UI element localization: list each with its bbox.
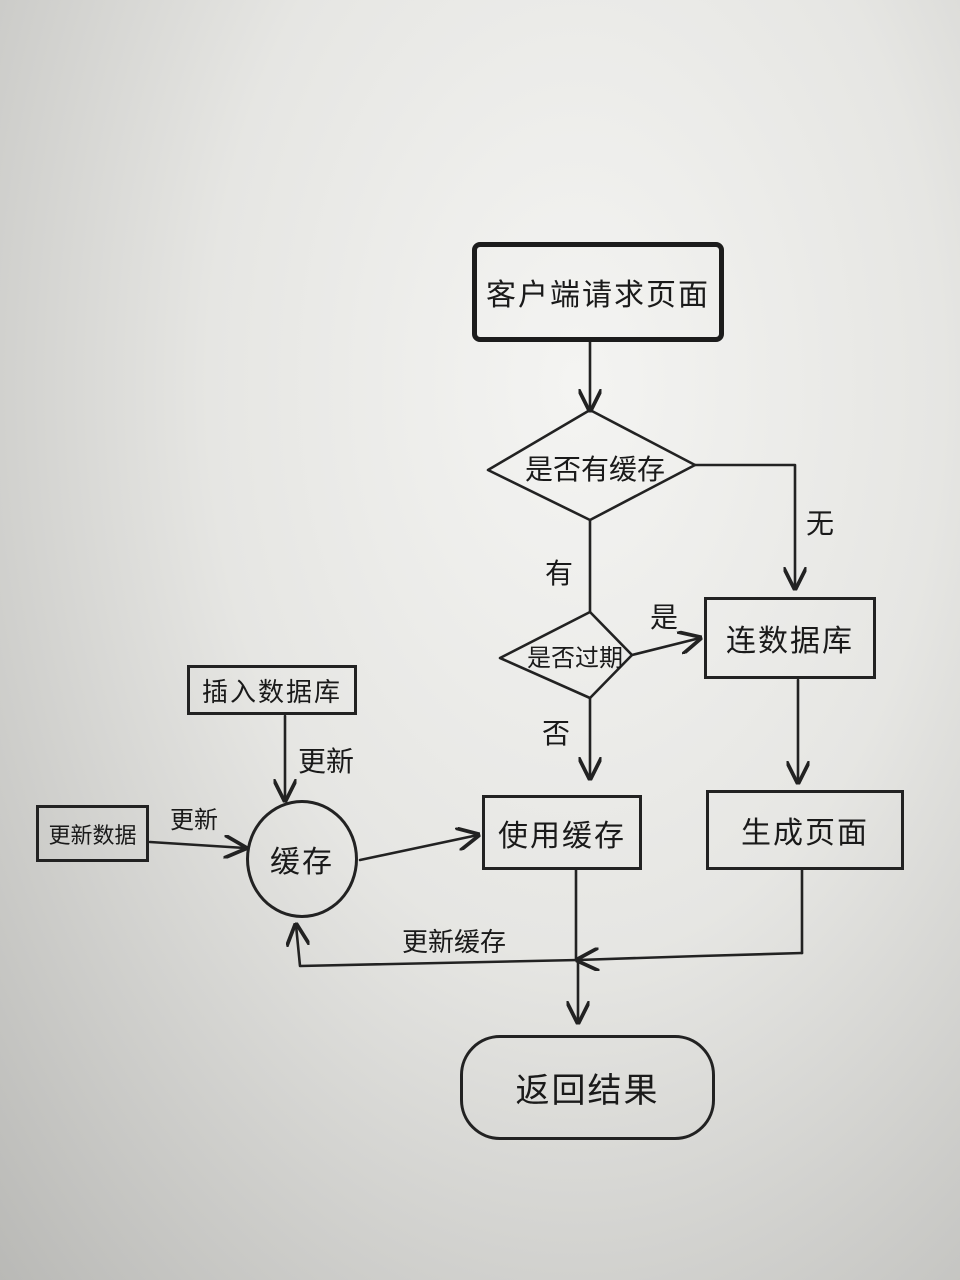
update-from-insert-edge-label: 更新 (298, 745, 355, 778)
edge-expired-yes (630, 638, 700, 657)
edge-data-to-cache (148, 842, 245, 848)
connect-db-box: 连数据库 (704, 597, 876, 679)
update-data-label: 更新数据 (48, 823, 137, 849)
insert-db-label: 插入数据库 (201, 677, 342, 708)
update-data-box: 更新数据 (36, 805, 149, 862)
edge-update-cache (296, 925, 580, 968)
not-expired-edge-label: 否 (542, 717, 571, 750)
generate-page-box: 生成页面 (706, 790, 904, 870)
client-request-label: 客户端请求页面 (486, 278, 710, 313)
insert-db-box: 插入数据库 (187, 665, 357, 715)
connect-db-label: 连数据库 (726, 624, 854, 659)
expired-label: 是否过期 (520, 638, 630, 673)
client-request-box: 客户端请求页面 (472, 242, 724, 342)
return-result-box: 返回结果 (460, 1035, 715, 1140)
generate-page-label: 生成页面 (741, 816, 869, 851)
return-result-label: 返回结果 (515, 1071, 660, 1111)
cache-circle: 缓存 (246, 800, 358, 918)
edge-cache-to-use (358, 835, 478, 862)
edge-no-cache (693, 463, 795, 588)
expired-yes-edge-label: 是 (650, 601, 679, 634)
expired-text: 是否过期 (527, 644, 623, 672)
update-cache-edge-label: 更新缓存 (402, 928, 507, 958)
update-from-data-edge-label: 更新 (170, 806, 218, 834)
has-cache-label: 是否有缓存 (520, 448, 670, 488)
has-cache-text: 是否有缓存 (524, 453, 665, 486)
cache-label: 缓存 (270, 845, 334, 880)
no-cache-edge-label: 无 (806, 507, 835, 540)
use-cache-box: 使用缓存 (482, 795, 642, 870)
has-cache-edge-label: 有 (545, 557, 574, 590)
use-cache-label: 使用缓存 (498, 818, 626, 854)
edge-generate-to-junction (578, 953, 804, 960)
